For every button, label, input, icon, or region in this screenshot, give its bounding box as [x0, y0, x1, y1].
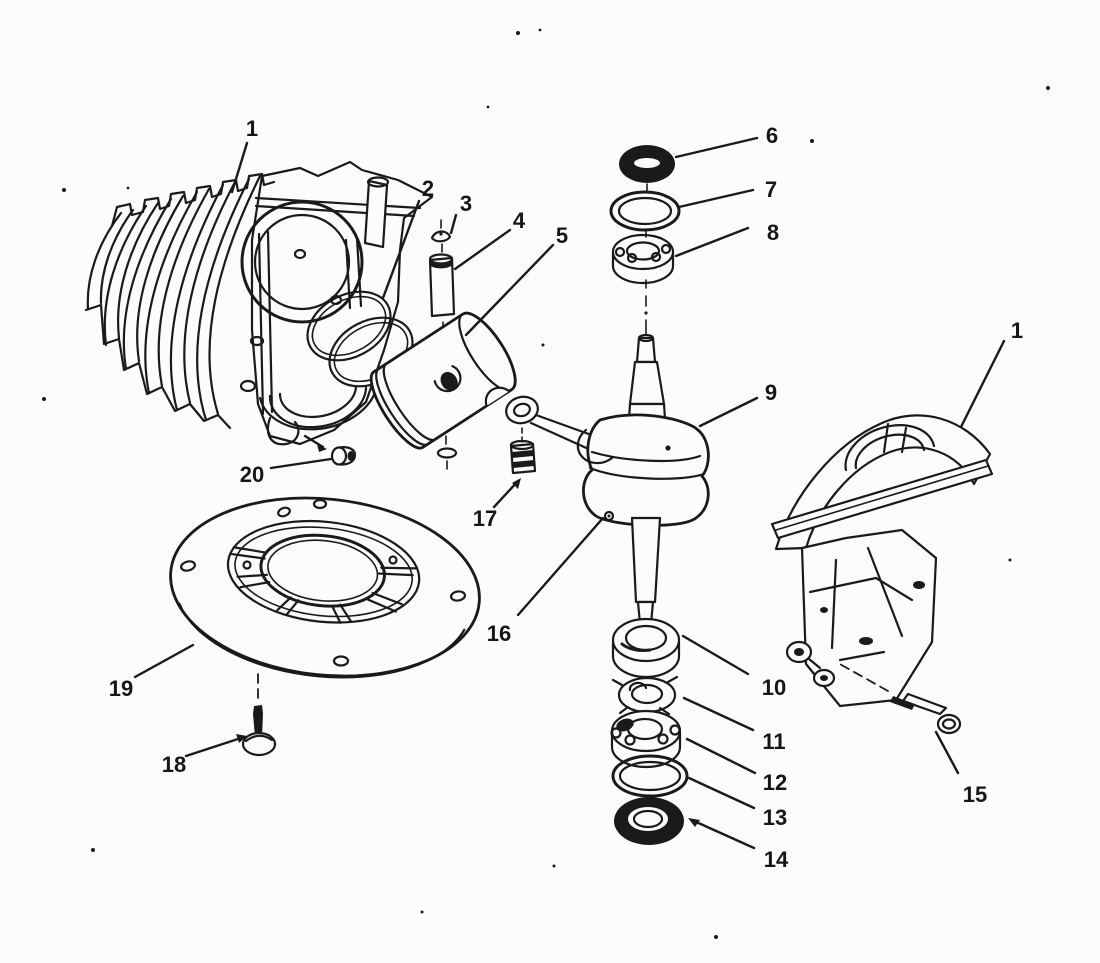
- scan-specks: [42, 28, 1050, 939]
- piston-pin-clip: [430, 230, 452, 243]
- spacer-collar: [611, 617, 681, 679]
- cylinder-crankcase-block: [84, 160, 434, 452]
- callout-label-13: 13: [763, 805, 787, 830]
- callout-label-8: 8: [767, 220, 779, 245]
- upper-ball-bearing: [611, 233, 675, 285]
- leader-6: [674, 136, 759, 159]
- mount-foot: [266, 416, 300, 446]
- lower-oil-seal: [614, 797, 684, 845]
- skirt-cutout: [484, 386, 510, 407]
- leader-7: [677, 188, 755, 209]
- callout-label-17: 17: [473, 506, 497, 531]
- plate-spokes: [230, 546, 417, 624]
- leader-20: [269, 457, 333, 470]
- leader-13: [687, 776, 756, 810]
- leader-11: [682, 696, 755, 732]
- crank-webs: [582, 413, 710, 527]
- callout-label-15: 15: [963, 782, 987, 807]
- upper-washer: [609, 190, 681, 232]
- bushing: [330, 446, 357, 466]
- callout-label-1-left: 1: [246, 116, 258, 141]
- leader-12: [685, 737, 757, 775]
- leader-16: [516, 516, 605, 617]
- leader-4: [453, 228, 512, 271]
- leader-15: [934, 730, 960, 775]
- leader-1-right: [959, 339, 1006, 429]
- leader-3: [449, 213, 458, 235]
- leader-18: [184, 736, 243, 758]
- callout-label-5: 5: [556, 223, 568, 248]
- crankcase-bore-opening: [240, 200, 378, 431]
- callout-label-20: 20: [240, 462, 264, 487]
- callout-label-12: 12: [763, 770, 787, 795]
- leader-8: [674, 226, 750, 258]
- callout-leaders: [133, 136, 1006, 850]
- upper-oil-seal: [619, 145, 675, 183]
- lower-pin-clip: [436, 447, 458, 459]
- callout-label-4: 4: [513, 208, 526, 233]
- plate-screw: [241, 673, 277, 757]
- crankcase-half: [770, 414, 994, 708]
- leader-14: [692, 819, 756, 850]
- callout-label-3: 3: [460, 191, 472, 216]
- piston-rings: [306, 290, 414, 388]
- piston-pin: [428, 253, 456, 318]
- callout-label-7: 7: [765, 177, 777, 202]
- piston: [369, 311, 517, 450]
- callout-label-6: 6: [766, 123, 778, 148]
- gasket-flange: [770, 458, 994, 540]
- o-ring: [611, 754, 689, 798]
- callout-label-18: 18: [162, 752, 186, 777]
- bearing-retainer: [611, 675, 679, 716]
- callout-label-1-right: 1: [1011, 318, 1023, 343]
- lower-journal: [630, 516, 662, 604]
- callout-labels: 1 2 3 4 5 6 7 8 9 1 10 11 12 13 14 15 16…: [109, 116, 1023, 872]
- flange-bolt: [837, 662, 962, 735]
- cooling-fins: [84, 172, 276, 430]
- small-end-bearing: [509, 427, 537, 475]
- leader-17: [492, 479, 520, 509]
- callout-label-11: 11: [762, 729, 785, 754]
- callout-label-2: 2: [422, 176, 434, 201]
- crankshaft-assembly: [505, 333, 710, 626]
- connecting-rod: [505, 395, 599, 453]
- leader-10: [681, 634, 750, 676]
- callout-label-10: 10: [762, 675, 786, 700]
- upper-centerline: [644, 183, 648, 335]
- seal-plate: [169, 496, 481, 679]
- leader-1-left: [230, 141, 249, 194]
- callout-label-19: 19: [109, 676, 133, 701]
- stud-post: [363, 176, 390, 249]
- callout-label-9: 9: [765, 380, 777, 405]
- callout-label-14: 14: [764, 847, 789, 872]
- pin-bore: [440, 371, 458, 391]
- leader-19: [133, 643, 195, 679]
- bolt-lugs: [785, 640, 836, 688]
- leader-5: [464, 243, 555, 337]
- leader-2: [381, 199, 421, 300]
- leader-9: [698, 396, 759, 428]
- callout-label-16: 16: [487, 621, 511, 646]
- dowel-pin: [603, 510, 615, 522]
